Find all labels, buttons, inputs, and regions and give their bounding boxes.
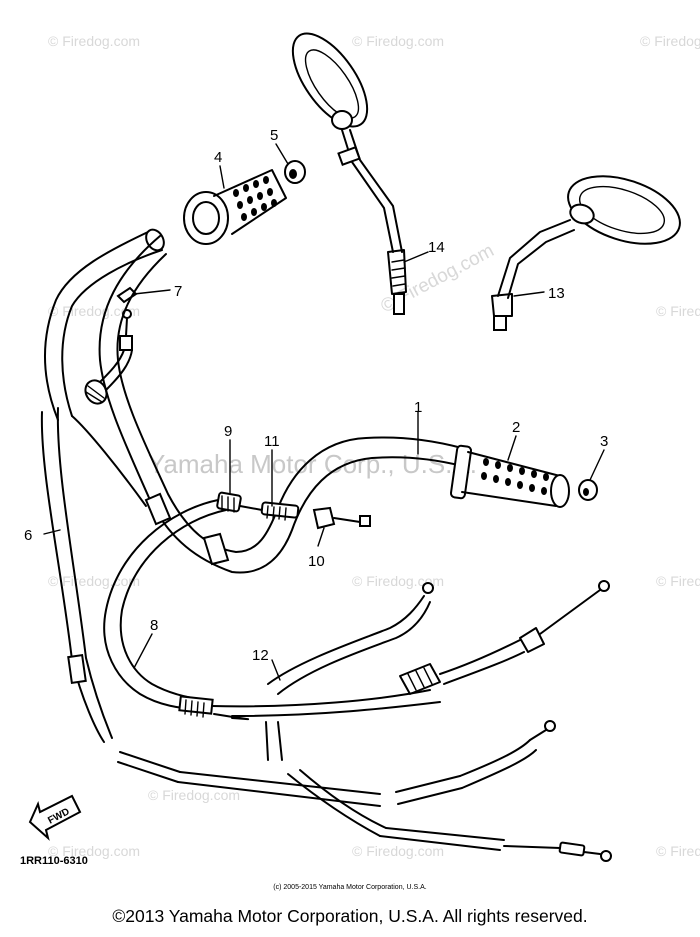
watermark: © Firedog.com — [656, 303, 700, 319]
lower-cables — [117, 720, 612, 862]
cable-8 — [103, 499, 441, 721]
watermark: © Firedog.com — [656, 573, 700, 589]
callout-12: 12 — [252, 647, 269, 664]
watermark: © Firedog.com — [352, 573, 444, 589]
cable-adjusters — [216, 491, 371, 530]
callout-11: 11 — [264, 433, 280, 450]
callout-2: 2 — [512, 419, 520, 436]
callout-6: 6 — [24, 527, 32, 544]
leader-lines — [43, 143, 605, 681]
callout-8: 8 — [150, 617, 158, 634]
copyright-small: (c) 2005-2015 Yamaha Motor Corporation, … — [273, 884, 427, 891]
watermark: © Firedog.com — [48, 843, 140, 859]
grip-end-cap-left — [284, 160, 306, 184]
cable-12 — [265, 580, 610, 761]
callout-3: 3 — [600, 433, 608, 450]
right-grip — [461, 451, 570, 508]
copyright-notice: ©2013 Yamaha Motor Corporation, U.S.A. A… — [112, 906, 588, 926]
throttle-grip — [183, 169, 287, 245]
callout-10: 10 — [308, 553, 325, 570]
watermark: © Firedog.com — [352, 843, 444, 859]
diagram-code: 1RR110-6310 — [20, 855, 88, 867]
callout-14: 14 — [428, 239, 445, 256]
callout-labels: 1 2 3 4 5 6 7 8 9 10 11 12 13 14 — [24, 127, 608, 664]
fwd-arrow-icon: FWD — [28, 794, 82, 841]
grip-end-cap-right — [578, 479, 598, 501]
cable-6 — [40, 228, 165, 743]
mirror-left — [291, 32, 407, 315]
watermark: © Firedog.com — [148, 787, 240, 803]
mirror-right — [491, 175, 681, 331]
callout-13: 13 — [548, 285, 565, 302]
callout-5: 5 — [270, 127, 278, 144]
callout-9: 9 — [224, 423, 232, 440]
callout-1: 1 — [414, 399, 422, 416]
callout-4: 4 — [214, 149, 222, 166]
watermark: © Firedog.com — [640, 33, 700, 49]
callout-7: 7 — [174, 283, 182, 300]
handlebar — [98, 235, 473, 574]
watermark: © Firedog.com — [656, 843, 700, 859]
watermark: © Firedog.com — [48, 33, 140, 49]
watermark: © Firedog.com — [352, 33, 444, 49]
watermark-main: Yamaha Motor Corp., U.S.A. — [148, 449, 477, 479]
